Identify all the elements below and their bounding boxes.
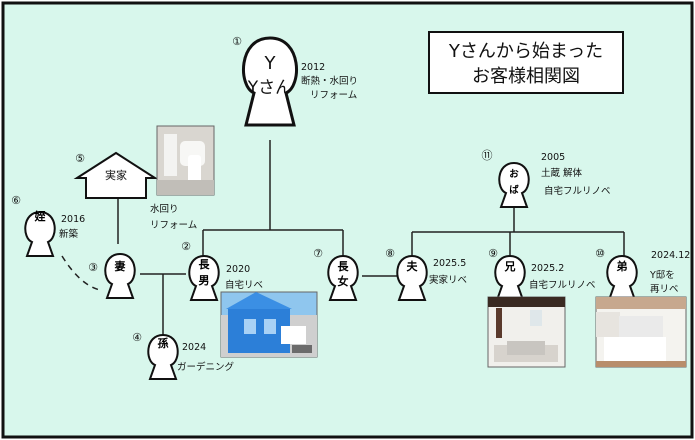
husband-note: 実家リベ bbox=[429, 274, 467, 286]
aunt-number: ⑪ bbox=[482, 149, 493, 162]
husband-node: 夫 ⑧ 2025.5 実家リベ bbox=[385, 247, 467, 301]
living-room-photo bbox=[487, 296, 566, 368]
wife-node: 妻 ③ bbox=[88, 253, 136, 299]
aunt-note-2: 自宅フルリノベ bbox=[544, 185, 611, 197]
son-label-2: 男 bbox=[199, 274, 210, 287]
niece-year: 2016 bbox=[61, 214, 85, 225]
title-line-1: Yさんから始まった bbox=[448, 41, 603, 62]
younger-brother-note-2: 再リベ bbox=[650, 284, 679, 295]
grandchild-note: ガーデニング bbox=[177, 361, 235, 373]
brother-number: ⑨ bbox=[488, 247, 498, 260]
wife-number: ③ bbox=[88, 261, 98, 274]
connection-lines bbox=[61, 140, 625, 336]
younger-brother-node: 弟 ⑩ 2024.12 Y邸を 再リベ bbox=[595, 247, 690, 301]
brother-note: 自宅フルリノベ bbox=[529, 279, 596, 291]
daughter-number: ⑦ bbox=[313, 247, 323, 260]
daughter-label-2: 女 bbox=[338, 274, 349, 288]
son-note: 自宅リベ bbox=[225, 279, 263, 291]
y-san-label-y: Y bbox=[264, 53, 277, 74]
niece-note: 新築 bbox=[59, 228, 79, 240]
construction-house-photo bbox=[220, 291, 318, 358]
title-line-2: お客様相関図 bbox=[472, 66, 580, 87]
family-home-number: ⑤ bbox=[75, 152, 85, 165]
family-home-label: 実家 bbox=[105, 168, 127, 182]
son-label-1: 長 bbox=[199, 258, 211, 271]
husband-label: 夫 bbox=[407, 259, 419, 273]
grandchild-label: 孫 bbox=[158, 336, 169, 350]
son-number: ② bbox=[181, 240, 191, 253]
bathroom-photo bbox=[156, 125, 215, 196]
brother-year: 2025.2 bbox=[531, 263, 564, 274]
brother-label: 兄 bbox=[504, 260, 516, 273]
niece-number: ⑥ bbox=[11, 194, 21, 207]
grandchild-number: ④ bbox=[132, 331, 142, 344]
y-san-node: Y Yさん ① 2012 断熱・水回り リフォーム bbox=[232, 35, 358, 127]
kitchen-photo bbox=[595, 296, 687, 368]
y-san-number: ① bbox=[232, 35, 242, 48]
younger-brother-year: 2024.12 bbox=[651, 250, 690, 261]
family-home-node: 実家 ⑤ 水回り リフォーム bbox=[73, 151, 197, 231]
niece-label: 姪 bbox=[35, 209, 46, 223]
y-san-year: 2012 bbox=[301, 62, 325, 73]
title-box: Yさんから始まった お客様相関図 bbox=[428, 31, 624, 94]
family-home-note-1: 水回り bbox=[150, 203, 179, 215]
aunt-node: お ば ⑪ 2005 土蔵 解体 自宅フルリノベ bbox=[482, 149, 611, 208]
y-san-label: Yさん bbox=[247, 78, 292, 98]
aunt-label-1: お bbox=[509, 169, 519, 180]
y-san-note-2: リフォーム bbox=[310, 90, 357, 101]
niece-node: 姪 ⑥ 2016 新築 bbox=[11, 194, 85, 257]
daughter-node: 長 女 ⑦ bbox=[313, 247, 359, 301]
aunt-year: 2005 bbox=[541, 152, 565, 163]
grandchild-node: 孫 ④ 2024 ガーデニング bbox=[132, 331, 235, 380]
family-home-note-2: リフォーム bbox=[150, 220, 197, 231]
aunt-label-2: ば bbox=[509, 184, 519, 196]
y-san-note-1: 断熱・水回り bbox=[301, 75, 358, 87]
husband-year: 2025.5 bbox=[433, 258, 466, 269]
daughter-label-1: 長 bbox=[338, 260, 350, 273]
aunt-note-1: 土蔵 解体 bbox=[541, 167, 583, 179]
younger-brother-number: ⑩ bbox=[595, 247, 605, 260]
brother-node: 兄 ⑨ 2025.2 自宅フルリノベ bbox=[488, 247, 596, 301]
younger-brother-note-1: Y邸を bbox=[649, 270, 675, 281]
husband-number: ⑧ bbox=[385, 247, 395, 260]
wife-label: 妻 bbox=[115, 259, 126, 273]
grandchild-year: 2024 bbox=[182, 342, 206, 353]
son-node: 長 男 ② 2020 自宅リベ bbox=[181, 240, 263, 301]
younger-brother-label: 弟 bbox=[617, 259, 628, 273]
son-year: 2020 bbox=[226, 264, 250, 275]
